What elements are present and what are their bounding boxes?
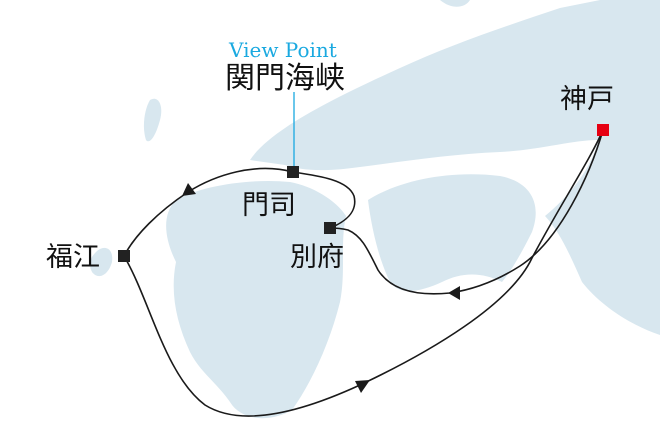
island-top bbox=[440, 0, 470, 7]
kyushu bbox=[166, 180, 346, 419]
goto-island bbox=[89, 247, 113, 277]
port-marker-beppu[interactable] bbox=[324, 222, 336, 234]
tsushima-island bbox=[143, 98, 162, 142]
arrow-icon bbox=[182, 183, 196, 196]
route-kobe-beppu bbox=[329, 129, 604, 295]
port-label-beppu: 別府 bbox=[290, 242, 344, 273]
route-arrows bbox=[182, 183, 460, 393]
shikoku bbox=[368, 174, 536, 292]
port-label-kobe: 神戸 bbox=[560, 84, 614, 115]
land-masses bbox=[89, 0, 660, 419]
port-marker-kobe[interactable] bbox=[597, 124, 609, 136]
honshu bbox=[250, 0, 660, 335]
port-label-moji: 門司 bbox=[242, 190, 296, 221]
port-marker-moji[interactable] bbox=[287, 166, 299, 178]
route-beppu-moji bbox=[292, 171, 356, 229]
arrow-icon bbox=[448, 286, 460, 300]
viewpoint-name-label: 関門海峡 bbox=[225, 61, 345, 96]
arrow-icon bbox=[355, 380, 370, 393]
port-marker-fukue[interactable] bbox=[118, 250, 130, 262]
port-label-fukue: 福江 bbox=[46, 242, 100, 273]
viewpoint-label: View Point bbox=[229, 38, 337, 62]
